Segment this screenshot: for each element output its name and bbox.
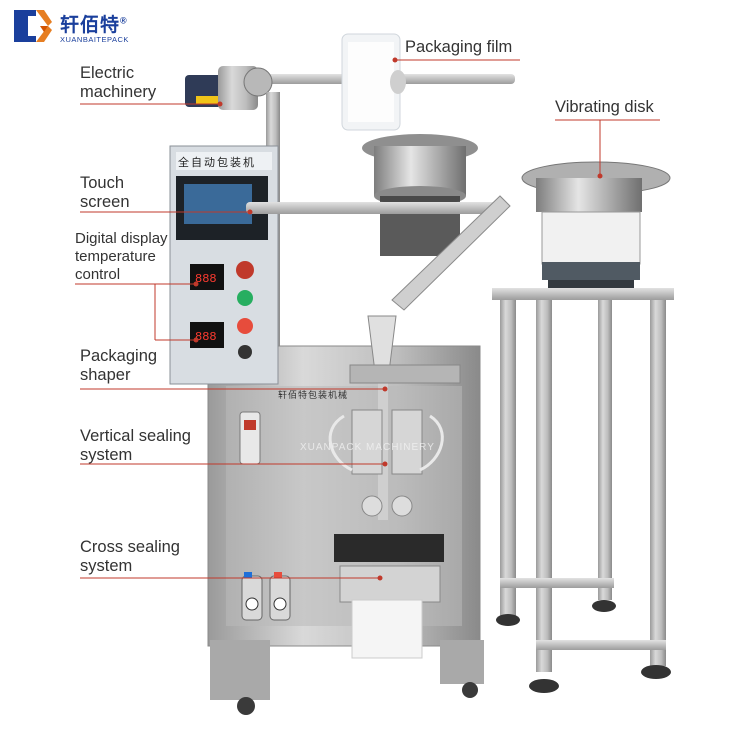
panel-title: 全自动包装机	[178, 157, 256, 169]
svg-text:888: 888	[195, 272, 217, 286]
svg-text:888: 888	[195, 330, 217, 344]
label-cross-sealing-line1: Cross sealing	[80, 538, 180, 556]
label-electric-machinery-line2: machinery	[80, 83, 157, 101]
registered-mark: ®	[120, 15, 128, 26]
control-panel: 888 888	[169, 145, 279, 385]
center-hopper	[246, 134, 511, 311]
leader-lines	[75, 59, 660, 579]
label-packaging-film-text: Packaging film	[405, 38, 513, 56]
machine-plate: 轩佰特包装机械	[278, 390, 349, 400]
label-electric-machinery: Electric machinery	[80, 64, 156, 102]
vertical-sealer	[328, 409, 444, 517]
label-touch-screen-line2: screen	[80, 193, 130, 211]
packaging-shaper	[349, 315, 461, 520]
film-roll	[265, 33, 515, 131]
brand-name-en: XUANBAITEPACK	[60, 35, 129, 44]
label-packaging-shaper-line2: shaper	[80, 366, 131, 384]
label-digital-display-line2: temperature	[75, 248, 156, 265]
leader-dots	[193, 57, 603, 581]
label-touch-screen: Touch screen	[80, 174, 130, 212]
label-electric-machinery-line1: Electric	[80, 64, 135, 82]
label-digital-display-line3: control	[75, 266, 121, 283]
label-vibrating-disk-text: Vibrating disk	[555, 98, 654, 116]
label-digital-display-line1: Digital display	[75, 230, 168, 247]
label-packaging-shaper: Packaging shaper	[80, 347, 157, 385]
electric-motor	[185, 66, 273, 110]
label-vertical-sealing-line1: Vertical sealing	[80, 427, 191, 445]
brand-name-cn-text: 轩佰特	[60, 15, 121, 36]
brand-name-cn: 轩佰特®	[60, 10, 128, 37]
label-packaging-shaper-line1: Packaging	[80, 347, 158, 365]
label-packaging-film: Packaging film	[405, 38, 512, 57]
machine-watermark: XUANPACK MACHINERY	[300, 442, 435, 453]
label-cross-sealing: Cross sealing system	[80, 538, 180, 576]
label-vibrating-disk: Vibrating disk	[555, 98, 654, 117]
label-vertical-sealing-line2: system	[80, 446, 133, 464]
cross-sealer	[241, 534, 444, 659]
main-cabinet	[207, 345, 484, 715]
label-touch-screen-line1: Touch	[80, 174, 125, 192]
support-stand	[492, 288, 674, 693]
brand-logo: 轩佰特® XUANBAITEPACK	[14, 8, 154, 48]
label-digital-display: Digital display temperature control	[75, 230, 168, 284]
label-vertical-sealing: Vertical sealing system	[80, 427, 191, 465]
vibrating-disk	[521, 161, 671, 292]
label-cross-sealing-line2: system	[80, 557, 133, 575]
brand-logo-icon	[14, 10, 52, 42]
